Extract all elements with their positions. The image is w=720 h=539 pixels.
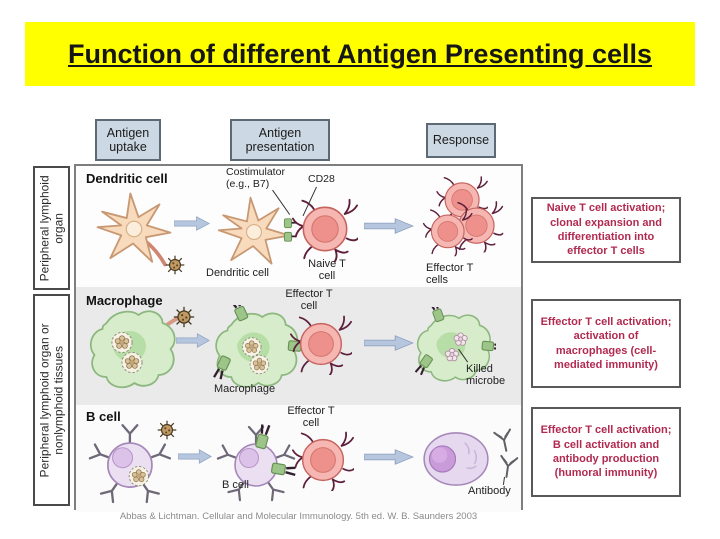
macrophage-row: Macrophage Effector T cell Macrophage Ki… [76,287,521,405]
effector-t-cell-label: Effector T cell [287,405,335,430]
row-group-peripheral-or-nonlymphoid: Peripheral lymphoid organ or nonlymphoid… [33,294,70,506]
dendritic-cell-row: Dendritic cell Costimulator (e.g., B7) C… [76,166,521,287]
antibody-icon [494,451,521,480]
microbe-icon [156,419,178,441]
naive-t-cell-label: Naive T cell [308,258,346,283]
cd28-label: CD28 [308,173,335,185]
row-heading: Macrophage [86,293,163,308]
outcome-box-dendritic: Naive T cell activation; clonal expansio… [531,197,681,263]
antibody-label: Antibody [468,485,511,497]
macrophage-label: Macrophage [214,383,276,395]
arrow-right-icon [364,218,414,234]
arrow-right-icon [364,449,414,465]
arrow-right-icon [364,335,414,351]
b-cell-label: B cell [222,479,249,491]
row-heading: Dendritic cell [86,171,168,186]
arrow-right-icon [174,216,210,231]
naive-t-cell-icon [292,196,358,262]
effector-t-cells-label: Effector T cells [426,262,474,287]
arrow-right-icon [176,333,210,348]
b-cell-row: B cell Effector T cell B cell Antibody [76,405,521,512]
column-header-antigen-presentation: Antigen presentation [230,119,330,161]
microbe-icon [164,254,186,276]
microbe-icon [172,305,196,329]
citation-text: Abbas & Lichtman. Cellular and Molecular… [119,511,478,522]
row-group-peripheral-lymphoid-organ: Peripheral lymphoid organ [33,166,70,290]
effector-t-cell-icon [292,429,354,491]
outcome-box-macrophage: Effector T cell activation; activation o… [531,299,681,388]
costimulator-label: Costimulator (e.g., B7) [226,166,285,190]
column-header-antigen-uptake: Antigen uptake [95,119,161,161]
figure-panel: Dendritic cell Costimulator (e.g., B7) C… [74,164,523,512]
plasma-cell-icon [422,431,490,487]
row-group-label: Peripheral lymphoid organ [37,174,66,282]
antibody-icon [490,425,519,455]
slide-title: Function of different Antigen Presenting… [67,38,653,69]
column-header-response: Response [426,123,496,158]
outcome-box-bcell: Effector T cell activation; B cell activ… [531,407,681,497]
title-banner: Function of different Antigen Presenting… [25,22,695,86]
row-group-label: Peripheral lymphoid organ or nonlymphoid… [37,322,66,478]
killed-microbe-label: Killed microbe [466,363,506,388]
row-heading: B cell [86,409,121,424]
dendritic-cell-label: Dendritic cell [206,267,269,279]
effector-t-cell-label: Effector T cell [285,288,333,313]
macrophage-icon [86,303,182,391]
leader-line [502,476,506,486]
arrow-right-icon [178,449,212,464]
effector-t-cells-icon [422,174,506,262]
effector-t-cell-icon [290,313,352,375]
